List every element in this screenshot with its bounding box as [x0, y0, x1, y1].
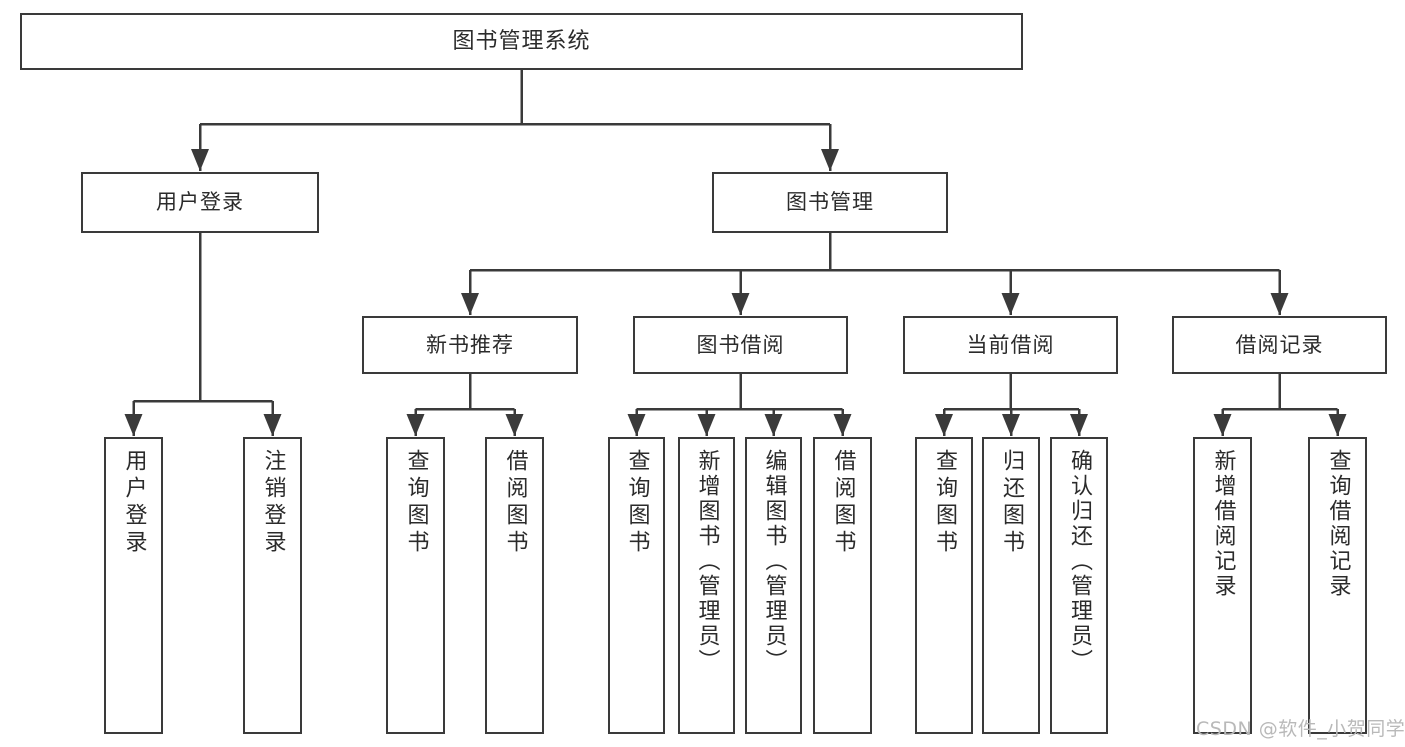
- node-l-logout[interactable]: 注销登录: [243, 437, 302, 734]
- node-l-q2[interactable]: 查询图书: [608, 437, 665, 734]
- node-label: 查询图书: [624, 449, 650, 557]
- node-l-confirm[interactable]: 确认归还（管理员）: [1050, 437, 1108, 734]
- node-label: 查询图书: [932, 449, 957, 557]
- node-l-return[interactable]: 归还图书: [982, 437, 1040, 734]
- node-label: 查询借阅记录: [1325, 449, 1351, 599]
- node-borrow[interactable]: 图书借阅: [633, 316, 848, 374]
- node-l-b2[interactable]: 借阅图书: [813, 437, 872, 734]
- node-records[interactable]: 借阅记录: [1172, 316, 1387, 374]
- node-label: 注销登录: [260, 449, 286, 557]
- node-label: 新增借阅记录: [1210, 449, 1236, 599]
- node-label: 借阅记录: [1235, 332, 1324, 357]
- node-label: 图书借阅: [696, 332, 785, 357]
- node-l-q1[interactable]: 查询图书: [386, 437, 445, 734]
- node-newrec[interactable]: 新书推荐: [362, 316, 578, 374]
- node-label: 用户登录: [156, 190, 244, 215]
- node-label: 编辑图书（管理员）: [761, 449, 787, 674]
- node-label: 查询图书: [403, 449, 429, 557]
- node-label: 确认归还（管理员）: [1067, 449, 1092, 674]
- node-label: 图书管理: [786, 190, 874, 215]
- node-label: 归还图书: [999, 449, 1024, 557]
- node-label: 用户登录: [121, 449, 147, 557]
- node-l-q3[interactable]: 查询图书: [915, 437, 973, 734]
- node-root[interactable]: 图书管理系统: [20, 13, 1023, 70]
- node-bookmgmt[interactable]: 图书管理: [712, 172, 948, 233]
- node-label: 当前借阅: [966, 332, 1055, 357]
- node-label: 借阅图书: [502, 449, 528, 557]
- node-label: 借阅图书: [830, 449, 856, 557]
- node-l-edit[interactable]: 编辑图书（管理员）: [745, 437, 802, 734]
- node-label: 新增图书（管理员）: [694, 449, 720, 674]
- node-l-login[interactable]: 用户登录: [104, 437, 163, 734]
- node-l-addrec[interactable]: 新增借阅记录: [1193, 437, 1252, 734]
- node-l-add[interactable]: 新增图书（管理员）: [678, 437, 735, 734]
- node-l-b1[interactable]: 借阅图书: [485, 437, 544, 734]
- watermark: CSDN @软件_小贺同学: [1196, 718, 1405, 740]
- node-l-qrec[interactable]: 查询借阅记录: [1308, 437, 1367, 734]
- node-login[interactable]: 用户登录: [81, 172, 319, 233]
- node-current[interactable]: 当前借阅: [903, 316, 1118, 374]
- node-label: 新书推荐: [426, 332, 514, 357]
- node-label: 图书管理系统: [452, 28, 591, 54]
